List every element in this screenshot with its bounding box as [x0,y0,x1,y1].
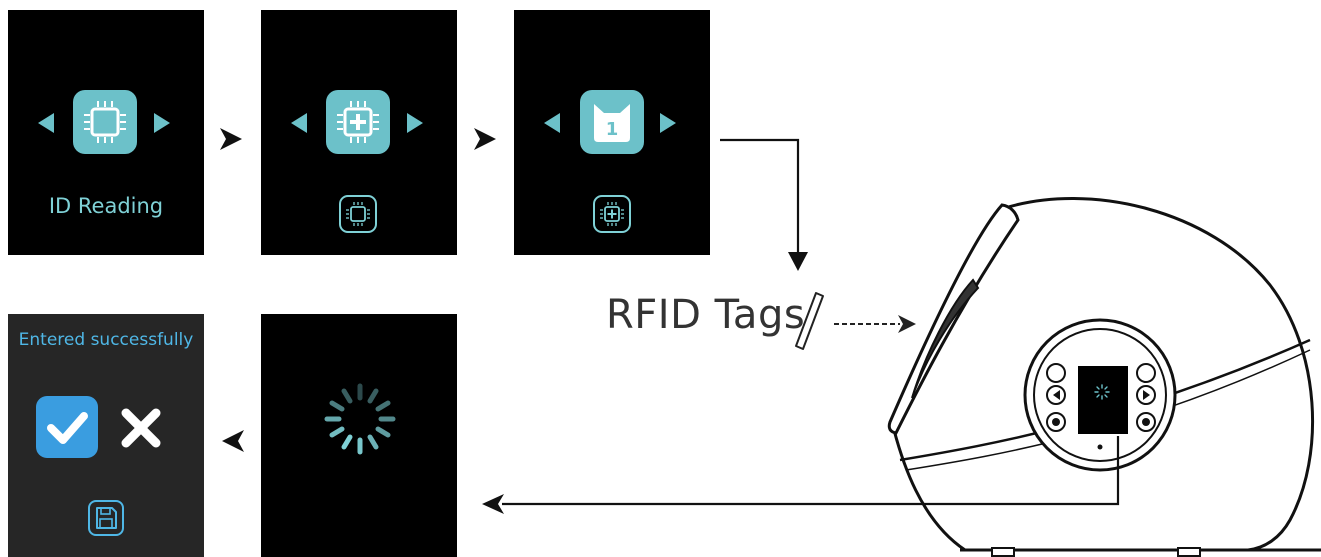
screen-result: Entered successfully [8,314,204,557]
device-screen-spinner-icon [1094,384,1110,400]
screen-id-reading: ID Reading [8,10,204,255]
rfid-tags-label: RFID Tags [606,292,806,338]
flow-arrow-left [222,430,244,452]
close-icon[interactable] [120,407,162,449]
status-message: Entered successfully [18,330,194,350]
chip-add-icon [326,90,390,154]
chip-icon[interactable] [339,195,377,233]
right-arrow-icon[interactable] [154,113,170,133]
flow-connector-to-rfid [720,138,808,271]
chip-add-icon[interactable] [593,195,631,233]
screen-loading [261,314,457,557]
screen-add-chip [261,10,457,255]
flow-arrow-right [220,128,242,150]
cat-profile-number: 1 [605,119,619,140]
checkmark-icon[interactable] [36,396,98,458]
chip-icon [73,90,137,154]
screen-cat-profile: 1 [514,10,710,255]
right-arrow-icon[interactable] [660,113,676,133]
flow-arrow-right [474,128,496,150]
right-arrow-icon[interactable] [407,113,423,133]
loading-spinner-icon [324,383,396,455]
cat-profile-icon [580,90,644,154]
left-arrow-icon[interactable] [544,113,560,133]
left-arrow-icon[interactable] [291,113,307,133]
feeder-device [887,197,1321,557]
rfid-tag-icon [795,292,824,350]
left-arrow-icon[interactable] [38,113,54,133]
save-icon[interactable] [88,500,124,536]
flow-arrow-return [482,436,1120,514]
screen-caption: ID Reading [48,194,164,218]
dashed-arrow [834,315,916,333]
